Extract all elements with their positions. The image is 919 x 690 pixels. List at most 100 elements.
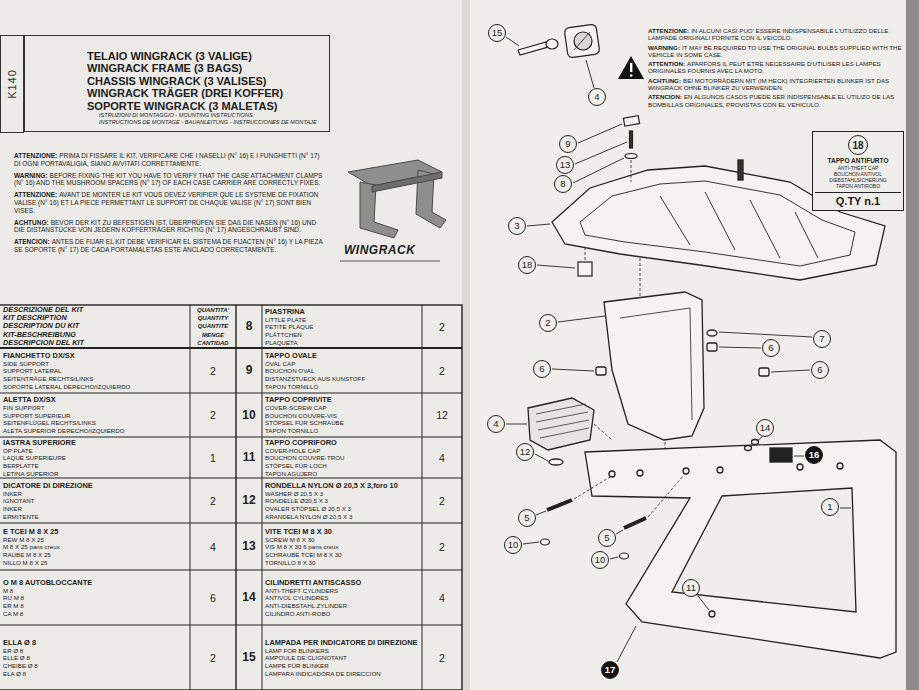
quantity: 4: [439, 592, 445, 604]
callout-number: 3: [508, 217, 526, 235]
table-cell: 2: [425, 495, 459, 507]
table-cell: DICATORE DI DIREZIONEINKERIGNOTANTINKERE…: [3, 481, 187, 520]
item-number: 10: [242, 409, 255, 422]
table-header: MENGE: [202, 331, 224, 339]
screws-and-caps: [574, 477, 610, 499]
item-number: 15: [242, 651, 255, 664]
plate-fixings: [631, 160, 632, 182]
plate-fixings: [578, 116, 640, 276]
callout-number-text: 10: [595, 555, 606, 565]
part-description: TAPON TORNILLO: [265, 427, 318, 435]
part-description: ERMITENTE: [3, 513, 39, 521]
callout-number: 13: [556, 156, 574, 174]
leader-line: [506, 37, 851, 662]
part-description: COVER-SCREW CAP: [265, 404, 327, 412]
part-description: SIDE SUPPORT: [3, 360, 49, 368]
paper: [462, 0, 470, 690]
table-header: CANTIDAD: [197, 339, 228, 347]
part-description: TORNILLO 8 X 30: [265, 559, 315, 567]
warning-heading: ACHTUNG:: [14, 219, 49, 226]
blinker: [549, 459, 563, 465]
side-support-frame: [637, 470, 643, 476]
quantity: 2: [210, 409, 216, 421]
plate-fixings: [623, 116, 639, 126]
part-description: VITE TCEI M 8 X 30: [265, 527, 332, 536]
part-description: ELLE Ø 8: [3, 654, 30, 662]
product-name: WINGRACK: [344, 243, 415, 257]
title-line: WINGRACK TRÄGER (DREI KOFFER): [87, 87, 283, 99]
leader-line: [840, 508, 851, 509]
callout-number: 7: [813, 330, 831, 348]
title-line: WINGRACK FRAME (3 BAGS): [87, 62, 242, 74]
part-description: TAPPO COPRIFORO: [265, 438, 337, 447]
fin-support: [596, 367, 606, 375]
part-description: LAMPE FÜR BLINKER: [265, 662, 329, 670]
fin-support: [640, 258, 641, 296]
top-plate: [795, 212, 818, 258]
table-cell: 14: [239, 591, 259, 604]
callout-number: 15: [488, 24, 506, 42]
warning-text: EN ALGUNOS CASOS PUEDE SER INDISPENSABLE…: [648, 93, 894, 107]
leader-line: [771, 370, 810, 372]
leader-line: [610, 557, 618, 559]
callout-number: 12: [516, 443, 534, 461]
part-description: STÖPSEL FÜR SCHRAUBE: [265, 419, 344, 427]
part-description: NILLO M 8 X 25: [3, 559, 47, 567]
table-cell: 10: [239, 409, 259, 422]
bulb-and-socket: [518, 42, 548, 55]
table-cell: RONDELLA NYLON Ø 20,5 X 3,foro 10WASHER …: [265, 481, 419, 520]
leader-line: [698, 596, 709, 610]
table-cell: DESCRIZIONE DEL KITKIT DESCRIPTIONDESCRI…: [3, 306, 187, 347]
top-plate: [705, 192, 735, 250]
callout-number: 4: [588, 88, 606, 106]
part-note: DIEBSTAHLSICHERUNG: [829, 177, 886, 183]
side-support-frame: [585, 440, 896, 658]
table-cell: ELLA Ø 8ER Ø 8ELLE Ø 8CHEIBE Ø 8ELA Ø 8: [3, 638, 187, 677]
callout-number: 9: [559, 135, 577, 153]
model-code-box: K140: [0, 35, 24, 133]
table-cell: 15: [239, 651, 259, 664]
callout-number-text: 2: [545, 318, 550, 328]
screws-and-caps: [648, 475, 684, 517]
part-description: FIANCHETTO DX/SX: [3, 351, 75, 360]
callout-number-text: 8: [560, 179, 565, 189]
warning-heading: ATTENZIONE:: [14, 191, 57, 198]
part-description: LAMPADA PER INDICATORE DI DIREZIONE: [265, 638, 417, 647]
bulb-and-socket: [546, 39, 558, 49]
part-description: OVALER STÖPSEL Ø 20,5 X 3: [265, 505, 351, 513]
quantity: 2: [439, 541, 445, 553]
warning-paragraph: ACHTUNG:BEVOR DER KIT ZU BEFESTIGEN IST,…: [14, 219, 326, 235]
part-description: LETINA SUPERIOR: [3, 470, 58, 478]
warning-text: BEFORE FIXING THE KIT YOU HAVE TO VERIFY…: [14, 172, 322, 187]
warning-heading: ATTENZIONE:: [14, 152, 57, 159]
callout-number: 2: [539, 314, 557, 332]
part-description: INKER: [3, 505, 22, 513]
top-plate: [750, 200, 780, 258]
bulb-and-socket: [574, 32, 590, 50]
callout-number: 5: [598, 529, 616, 547]
leader-line: [757, 437, 762, 441]
part-description: SOPORTE LATERAL DERECHO/IZQUIERDO: [3, 383, 130, 391]
warning-heading: ATTENTION:: [648, 60, 685, 67]
callout-number-text: 14: [760, 423, 771, 433]
part-note: TAPON ANTIROBO: [836, 183, 880, 189]
callout-number-text: 5: [524, 513, 529, 523]
part-description: SCREW M 8 X 30: [265, 536, 315, 544]
part-description: CILINDRO ANTI-ROBO: [265, 610, 330, 618]
table-cell: LAMPADA PER INDICATORE DI DIREZIONELAMP …: [265, 638, 419, 677]
warning-paragraph: ATTENZIONE:IN ALCUNI CASI PUO' ESSERE IN…: [648, 27, 906, 42]
table-cell: QUANTITA'QUANTITYQUANTITEMENGECANTIDAD: [193, 306, 233, 347]
leader-line: [719, 332, 812, 337]
table-cell: 2: [425, 652, 459, 664]
leader-line: [535, 454, 548, 461]
part-description: OVAL CAP: [265, 360, 295, 368]
part-description: M 8 X 25 pans creux: [3, 543, 60, 551]
quantity: 2: [439, 652, 445, 664]
item-number: 8: [246, 320, 253, 333]
quantity: 2: [439, 365, 445, 377]
fin-support: [604, 292, 704, 440]
callout-number-text: 6: [539, 364, 544, 374]
warning-paragraph: ACHTUNG:BEI MOTORRÄDERN MIT (IM HECK) IN…: [648, 77, 906, 92]
part-description: ARANDELA NYLON Ø 20,5 X 3: [265, 513, 352, 521]
